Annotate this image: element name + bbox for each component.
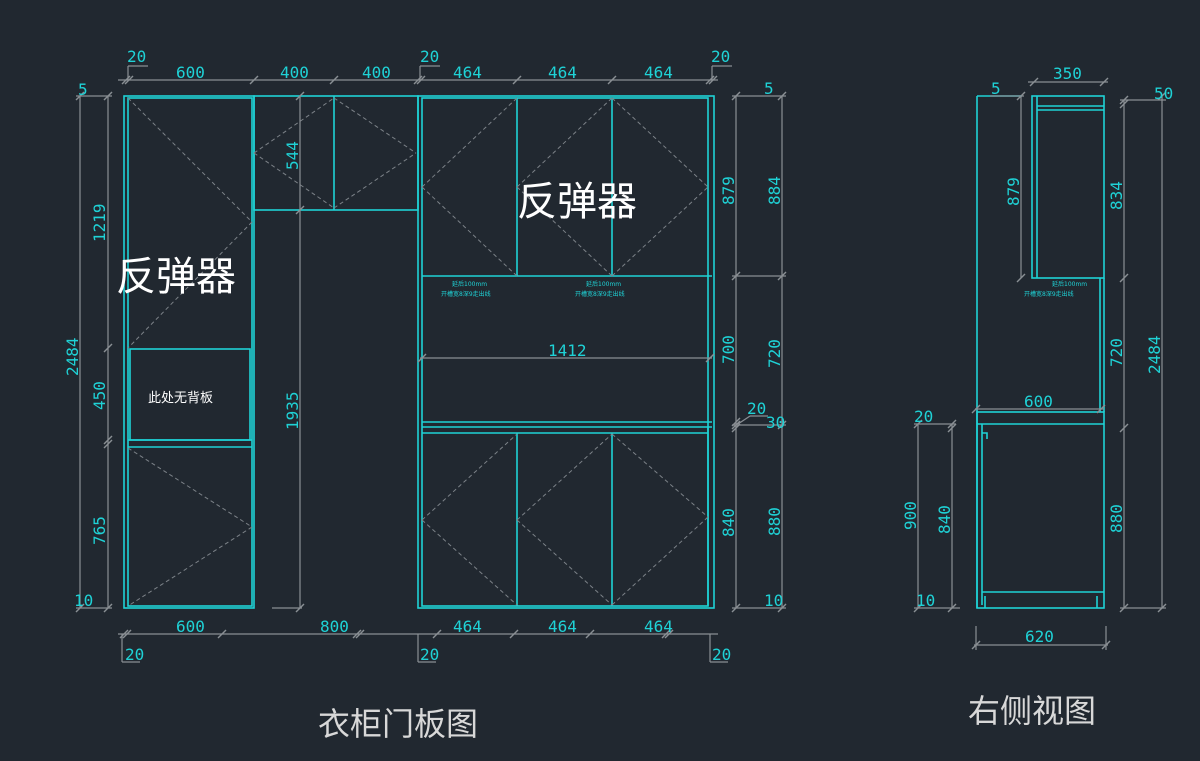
rebound-label-left: 反弹器 — [116, 254, 236, 300]
dim-shelf-width: 1412 — [548, 341, 587, 360]
groove-note-1-line1: 延后100mm — [452, 280, 487, 288]
dim-top-gap-left: 20 — [127, 47, 146, 66]
dim-bottom-w2: 800 — [320, 617, 349, 636]
dim-top-w3: 400 — [362, 63, 391, 82]
dim-left-top-gap: 5 — [78, 80, 88, 99]
dim-right-h1: 879 — [719, 176, 738, 205]
side-note-line1: 延后100mm — [1052, 280, 1087, 288]
dim-bottom-w1: 600 — [176, 617, 205, 636]
no-back-panel-label: 此处无背板 — [148, 391, 213, 406]
side-view-title: 右侧视图 — [968, 692, 1096, 730]
dim-left-h2: 450 — [90, 381, 109, 410]
side-dim-right-gap: 50 — [1154, 84, 1173, 103]
rebound-label-right: 反弹器 — [517, 179, 637, 225]
side-dim-upper-h: 879 — [1004, 177, 1023, 206]
side-dim-left-gap: 20 — [914, 407, 933, 426]
dim-bottom-w3: 464 — [453, 617, 482, 636]
dim-right-gap-b: 30 — [766, 413, 785, 432]
side-dim-base-h1: 900 — [901, 501, 920, 530]
lower-cabinet-side — [976, 411, 1105, 609]
dim-bottom-w5: 464 — [644, 617, 673, 636]
side-view: 延后100mm 开槽宽8深9走出线 350 5 879 50 834 720 2… — [901, 64, 1173, 730]
dim-top-w5: 464 — [548, 63, 577, 82]
dim-right-t2: 720 — [765, 339, 784, 368]
groove-note-2-line2: 开槽宽8深9走出线 — [575, 290, 625, 298]
dim-left-total: 2484 — [63, 337, 82, 376]
right-cabinet-outline — [417, 95, 715, 609]
side-note-line2: 开槽宽8深9走出线 — [1024, 290, 1074, 298]
side-dim-lower-h: 880 — [1107, 504, 1126, 533]
dim-right-t1: 884 — [765, 176, 784, 205]
dim-top-w1: 600 — [176, 63, 205, 82]
dim-top-w2: 400 — [280, 63, 309, 82]
front-view: 反弹器 反弹器 此处无背板 延后100mm 开槽宽8深9走出线 延后100mm … — [63, 47, 787, 743]
groove-note-1-line2: 开槽宽8深9走出线 — [441, 290, 491, 298]
dim-right-bottom-gap: 10 — [764, 591, 783, 610]
dim-bottom-gap-mid: 20 — [420, 645, 439, 664]
groove-note-2-line1: 延后100mm — [586, 280, 621, 288]
side-dim-base-gap: 10 — [916, 591, 935, 610]
side-dim-top-depth: 350 — [1053, 64, 1082, 83]
dim-right-h3: 840 — [719, 508, 738, 537]
left-cabinet-outline — [123, 95, 255, 609]
dim-top-w6: 464 — [644, 63, 673, 82]
dim-left-h3: 765 — [90, 516, 109, 545]
front-view-title: 衣柜门板图 — [318, 705, 478, 743]
dim-top-gap-mid: 20 — [420, 47, 439, 66]
side-dim-upper-total: 834 — [1107, 181, 1126, 210]
dim-top-w4: 464 — [453, 63, 482, 82]
dim-left-h1: 1219 — [90, 203, 109, 242]
dim-right-gap-a: 20 — [747, 399, 766, 418]
side-dim-top-gap: 5 — [991, 79, 1001, 98]
side-dim-mid-h: 720 — [1107, 338, 1126, 367]
left-cabinet-inner — [127, 97, 253, 607]
dim-upper-small: 544 — [283, 141, 302, 170]
dim-right-top-gap: 5 — [764, 79, 774, 98]
side-dim-base-h2: 840 — [935, 505, 954, 534]
dim-bottom-gap-right: 20 — [712, 645, 731, 664]
dim-right-t3: 880 — [765, 507, 784, 536]
side-dim-base-depth: 620 — [1025, 627, 1054, 646]
right-cabinet-inner — [421, 97, 709, 607]
dim-opening: 1935 — [283, 391, 302, 430]
upper-cabinet-side — [1031, 95, 1105, 279]
side-dim-total: 2484 — [1145, 335, 1164, 374]
side-dim-counter-depth: 600 — [1024, 392, 1053, 411]
dim-left-bottom-gap: 10 — [74, 591, 93, 610]
bridge-cabinet — [253, 95, 419, 211]
dim-bottom-gap-left: 20 — [125, 645, 144, 664]
dim-top-gap-right: 20 — [711, 47, 730, 66]
dim-right-h2: 700 — [719, 335, 738, 364]
dim-bottom-w4: 464 — [548, 617, 577, 636]
